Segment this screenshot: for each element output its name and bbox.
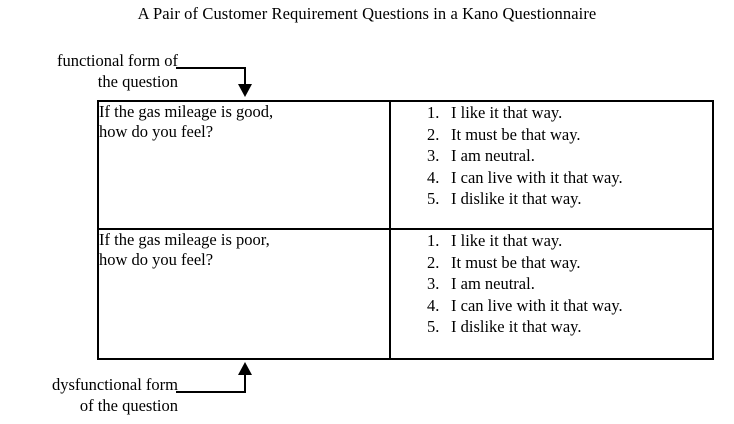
list-item[interactable]: I am neutral. — [427, 273, 535, 294]
arrow-up-icon — [238, 362, 252, 375]
answer-cell-dysfunctional: I like it that way. It must be that way.… — [389, 228, 714, 360]
page-title: A Pair of Customer Requirement Questions… — [137, 4, 597, 23]
table-row: If the gas mileage is good, how do you f… — [97, 100, 714, 230]
table-row: If the gas mileage is poor, how do you f… — [97, 228, 714, 360]
question-text: If the gas mileage is good, how do you f… — [99, 102, 389, 142]
question-text-line2: how do you feel? — [99, 122, 214, 141]
callout-label-dysfunctional: dysfunctional form of the question — [0, 374, 178, 416]
callout-label-dysfunctional-line1: dysfunctional form — [51, 375, 178, 394]
leader-line-functional-horizontal — [176, 67, 246, 69]
question-text: If the gas mileage is poor, how do you f… — [99, 230, 389, 270]
question-text-line2: how do you feel? — [99, 250, 214, 269]
list-item[interactable]: I like it that way. — [427, 230, 563, 251]
list-item[interactable]: I can live with it that way. — [427, 167, 623, 188]
list-item[interactable]: I dislike it that way. — [427, 316, 582, 337]
list-item[interactable]: I am neutral. — [427, 145, 535, 166]
list-item[interactable]: I like it that way. — [427, 102, 563, 123]
list-item[interactable]: It must be that way. — [427, 252, 581, 273]
callout-label-functional: functional form of the question — [0, 50, 178, 92]
question-text-line1: If the gas mileage is good, — [99, 102, 274, 121]
arrow-down-icon — [238, 84, 252, 97]
kano-questionnaire-table: If the gas mileage is good, how do you f… — [97, 100, 714, 360]
answer-cell-functional: I like it that way. It must be that way.… — [389, 100, 714, 230]
callout-label-functional-line2: the question — [97, 72, 178, 91]
answer-list: I like it that way. It must be that way.… — [391, 102, 712, 210]
list-item[interactable]: I dislike it that way. — [427, 188, 582, 209]
question-cell-functional: If the gas mileage is good, how do you f… — [97, 100, 391, 230]
list-item[interactable]: It must be that way. — [427, 124, 581, 145]
leader-line-functional-vertical — [244, 67, 246, 85]
leader-line-dysfunctional-vertical — [244, 374, 246, 393]
callout-label-functional-line1: functional form of — [57, 51, 178, 70]
list-item[interactable]: I can live with it that way. — [427, 295, 623, 316]
question-text-line1: If the gas mileage is poor, — [99, 230, 270, 249]
question-cell-dysfunctional: If the gas mileage is poor, how do you f… — [97, 228, 391, 360]
leader-line-dysfunctional-horizontal — [176, 391, 246, 393]
answer-list: I like it that way. It must be that way.… — [391, 230, 712, 338]
callout-label-dysfunctional-line2: of the question — [79, 396, 178, 415]
